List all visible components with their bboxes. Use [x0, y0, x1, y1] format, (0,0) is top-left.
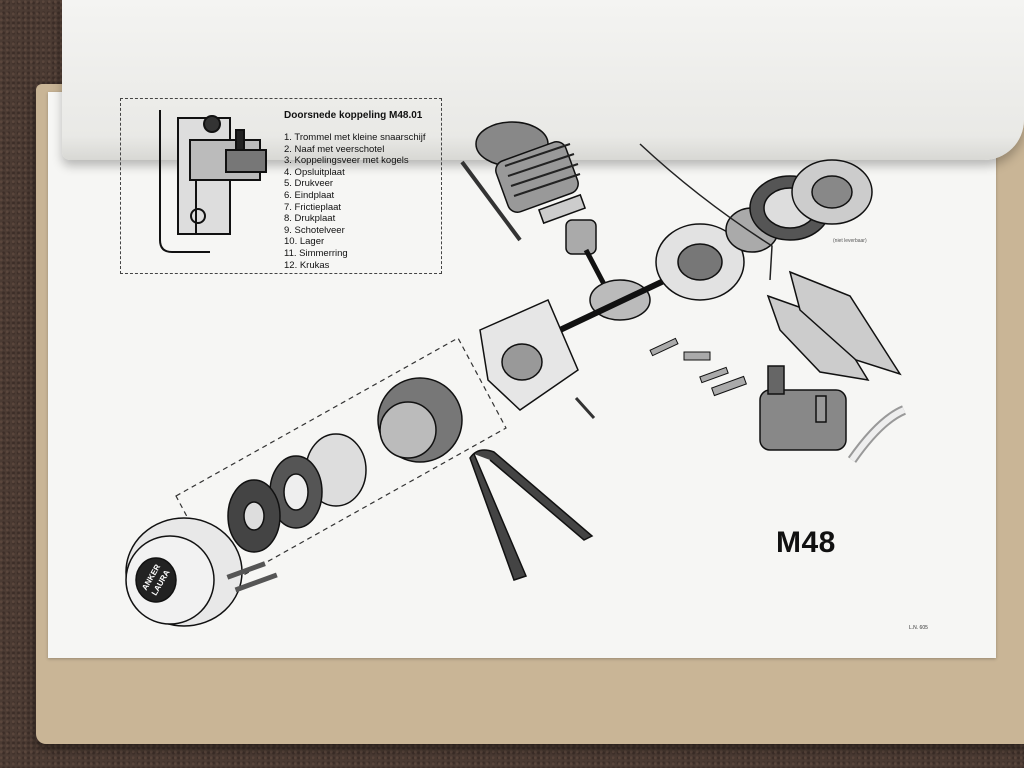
- legend-item: 11. Simmerring: [284, 247, 348, 259]
- crankcase-right: [655, 223, 745, 301]
- legend-item: 7. Frictieplaat: [284, 201, 342, 213]
- cylinder-stud: [460, 160, 522, 242]
- legend-item: 3. Koppelingsveer met kogels: [284, 155, 409, 167]
- crankcase-left: [479, 299, 579, 411]
- piston-conrod: [565, 219, 609, 290]
- legend-item: 12. Krukas: [284, 259, 330, 271]
- legend-title: Doorsnede koppeling M48.01: [284, 110, 423, 121]
- legend-item: 5. Drukveer: [284, 178, 334, 190]
- page-code: L.N. 605: [909, 625, 928, 631]
- legend-item: 10. Lager: [284, 236, 325, 248]
- clutch-keys: [226, 561, 278, 593]
- cylinder-assembly: [475, 121, 587, 225]
- carburettor: [759, 365, 847, 451]
- legend-box: [120, 98, 442, 274]
- clutch-cross-section: [159, 110, 267, 253]
- small-brackets: [649, 337, 747, 397]
- legend-item: 8. Drukplaat: [284, 213, 336, 225]
- clutch-parts: [227, 377, 463, 553]
- clutch-drum: [125, 517, 243, 627]
- legend-item: 1. Trommel met kleine snaarschijf: [284, 132, 426, 143]
- legend-item: 2. Naaf met veerschotel: [284, 143, 385, 155]
- fan-note: (niet leverbaar): [833, 238, 867, 244]
- flywheel-assembly: [725, 159, 873, 253]
- model-label: M48: [776, 526, 836, 559]
- legend-item: 9. Schotelveer: [284, 224, 345, 236]
- ignition-cable: [639, 143, 773, 281]
- legend-item: 4. Opsluitplaat: [284, 166, 345, 178]
- crankshaft: [558, 275, 672, 333]
- legend-list: 1. Trommel met kleine snaarschijf 2. Naa…: [284, 132, 426, 271]
- clutch-group-outline: [175, 337, 507, 587]
- case-bolt: [574, 396, 596, 420]
- v-belt: [469, 449, 594, 581]
- mounting-brackets: [766, 270, 902, 382]
- legend-item: 6. Eindplaat: [284, 189, 335, 201]
